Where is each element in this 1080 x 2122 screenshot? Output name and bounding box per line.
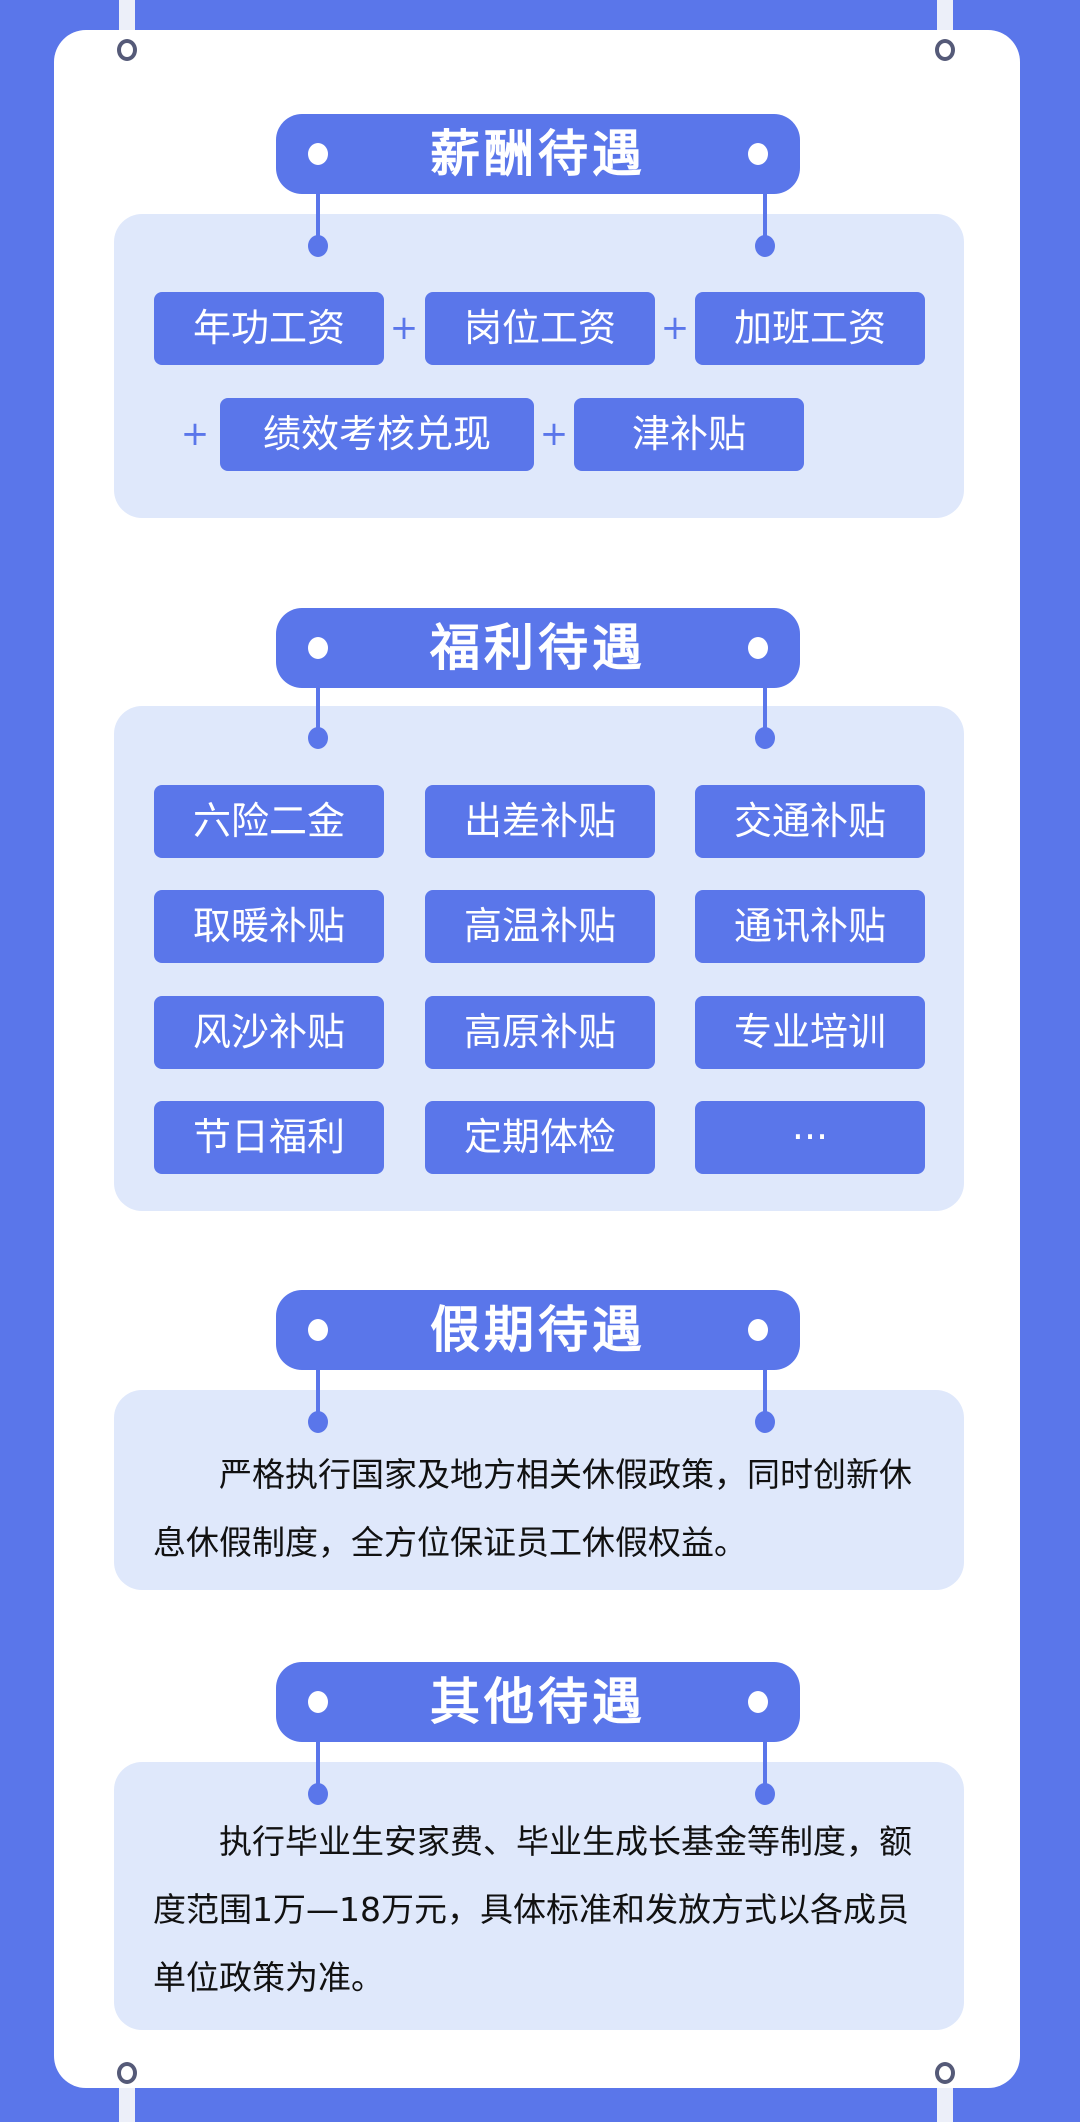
panel-holiday [114, 1390, 964, 1590]
connector-dot [308, 235, 328, 257]
connector-dot [308, 1411, 328, 1433]
plus-icon: + [660, 308, 690, 348]
ring-icon [117, 39, 137, 61]
welfare-item: 取暖补贴 [154, 890, 384, 963]
connector [316, 1366, 320, 1421]
welfare-item: 高原补贴 [425, 996, 655, 1069]
ring-icon [935, 39, 955, 61]
connector-dot [755, 235, 775, 257]
section-title: 假期待遇 [430, 1301, 646, 1359]
section-title: 其他待遇 [430, 1673, 646, 1731]
connector-dot [755, 1783, 775, 1805]
ring-icon [935, 2062, 955, 2084]
connector [316, 1738, 320, 1793]
connector [316, 190, 320, 245]
connector-dot [755, 1411, 775, 1433]
other-text: 执行毕业生安家费、毕业生成长基金等制度，额度范围1万—18万元，具体标准和发放方… [153, 1822, 912, 1997]
section-header-holiday: 假期待遇 [276, 1290, 800, 1370]
salary-item: 加班工资 [695, 292, 925, 365]
connector-dot [755, 727, 775, 749]
section-header-other: 其他待遇 [276, 1662, 800, 1742]
welfare-item: 节日福利 [154, 1101, 384, 1174]
section-header-salary: 薪酬待遇 [276, 114, 800, 194]
panel-salary [114, 214, 964, 518]
section-header-welfare: 福利待遇 [276, 608, 800, 688]
welfare-item: 风沙补贴 [154, 996, 384, 1069]
welfare-item: 专业培训 [695, 996, 925, 1069]
plus-icon: + [389, 308, 419, 348]
holiday-text: 严格执行国家及地方相关休假政策，同时创新休息休假制度，全方位保证员工休假权益。 [153, 1455, 912, 1562]
connector [763, 1366, 767, 1421]
welfare-item: 定期体检 [425, 1101, 655, 1174]
connector [763, 684, 767, 739]
welfare-item: 高温补贴 [425, 890, 655, 963]
salary-item: 年功工资 [154, 292, 384, 365]
plus-icon: + [539, 414, 569, 454]
welfare-item: ··· [695, 1101, 925, 1174]
welfare-item: 通讯补贴 [695, 890, 925, 963]
section-title: 福利待遇 [430, 619, 646, 677]
salary-item: 津补贴 [574, 398, 804, 471]
panel-other [114, 1762, 964, 2030]
connector-dot [308, 1783, 328, 1805]
salary-item: 岗位工资 [425, 292, 655, 365]
welfare-item: 交通补贴 [695, 785, 925, 858]
welfare-item: 六险二金 [154, 785, 384, 858]
connector [763, 1738, 767, 1793]
salary-item: 绩效考核兑现 [220, 398, 534, 471]
welfare-item: 出差补贴 [425, 785, 655, 858]
plus-icon: + [180, 414, 210, 454]
ring-icon [117, 2062, 137, 2084]
section-title: 薪酬待遇 [430, 125, 646, 183]
connector [763, 190, 767, 245]
connector [316, 684, 320, 739]
connector-dot [308, 727, 328, 749]
